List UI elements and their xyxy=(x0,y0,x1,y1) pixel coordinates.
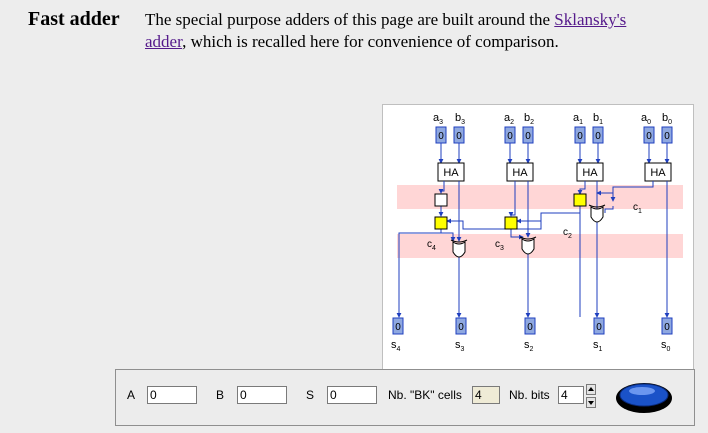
input-bit-a2-value: 0 xyxy=(507,131,513,142)
input-label-b2: b2 xyxy=(524,112,534,126)
spinner-down-button[interactable] xyxy=(586,397,596,408)
carry-label-c2: c2 xyxy=(563,227,572,240)
input-bit-a0-value: 0 xyxy=(646,131,652,142)
half-adder-bit1-label: HA xyxy=(582,167,598,179)
half-adder-bit0-label: HA xyxy=(650,167,666,179)
output-bit-s2-value: 0 xyxy=(527,322,533,333)
intro-paragraph: The special purpose adders of this page … xyxy=(145,9,665,53)
b-label: B xyxy=(216,388,225,402)
compute-button[interactable] xyxy=(614,376,674,416)
output-bit-s4-value: 0 xyxy=(395,322,401,333)
s-label: S xyxy=(306,388,315,402)
output-bit-s1 xyxy=(593,317,605,335)
input-label-a0: a0 xyxy=(641,112,651,126)
b-input[interactable] xyxy=(237,386,287,404)
carry-label-c4: c4 xyxy=(427,239,436,252)
nb-bits-label: Nb. bits xyxy=(509,388,550,402)
nb-bits-input[interactable] xyxy=(558,386,584,404)
intro-text-before: The special purpose adders of this page … xyxy=(145,10,551,29)
input-label-a2: a2 xyxy=(504,112,514,126)
input-label-b3: b3 xyxy=(455,112,465,126)
page-heading: Fast adder xyxy=(28,8,120,30)
half-adder-bit3 xyxy=(437,162,465,182)
output-bit-s1-value: 0 xyxy=(596,322,602,333)
output-label-s4: s4 xyxy=(391,339,401,353)
input-bit-b3-value: 0 xyxy=(456,131,462,142)
output-bit-s3 xyxy=(455,317,467,335)
input-label-b1: b1 xyxy=(593,112,603,126)
input-label-b0: b0 xyxy=(662,112,672,126)
input-bit-b1-value: 0 xyxy=(595,131,601,142)
output-bit-s4 xyxy=(392,317,404,335)
adder-circuit-diagram: a3 b3 a2 b2 a1 b1 a0 b0 0 0 0 0 0 0 xyxy=(382,104,694,370)
carry-label-c1: c1 xyxy=(633,202,642,215)
nb-bits-spinner[interactable] xyxy=(586,384,596,408)
input-label-a1: a1 xyxy=(573,112,583,126)
intro-text-after: , which is recalled here for convenience… xyxy=(182,32,559,51)
interconnect-wires xyxy=(396,181,670,318)
output-label-s1: s1 xyxy=(593,339,603,353)
half-adder-bit2-label: HA xyxy=(512,167,528,179)
arrow-down-icon xyxy=(588,401,594,405)
half-adder-bit3-label: HA xyxy=(443,167,459,179)
output-label-s0: s0 xyxy=(661,339,671,353)
bk-cells-label: Nb. "BK" cells xyxy=(388,388,462,402)
sklansky-adder-link[interactable]: Sklansky's adder xyxy=(145,10,627,51)
input-bit-b0-value: 0 xyxy=(664,131,670,142)
input-bit-a3-value: 0 xyxy=(438,131,444,142)
a-label: A xyxy=(127,388,136,402)
xor-gate-bit3 xyxy=(452,241,466,258)
control-panel: A B S Nb. "BK" cells Nb. bits xyxy=(115,369,695,426)
output-bit-s0 xyxy=(661,317,673,335)
prefix-cell-level2-bit2 xyxy=(504,216,518,230)
spinner-up-button[interactable] xyxy=(586,384,596,395)
prefix-cell-white xyxy=(434,193,448,207)
output-bit-s2 xyxy=(524,317,536,335)
xor-gate-bit2 xyxy=(521,238,535,255)
output-label-s3: s3 xyxy=(455,339,465,353)
input-bit-b2-value: 0 xyxy=(525,131,531,142)
round-button-icon xyxy=(616,383,672,413)
output-bit-s0-value: 0 xyxy=(664,322,670,333)
s-output xyxy=(327,386,377,404)
half-adder-bit0 xyxy=(644,162,672,182)
circuit-svg: a3 b3 a2 b2 a1 b1 a0 b0 0 0 0 0 0 0 xyxy=(391,112,683,353)
bk-cells-output xyxy=(472,386,500,404)
output-bit-s3-value: 0 xyxy=(458,322,464,333)
a-input[interactable] xyxy=(147,386,197,404)
input-bit-a1-value: 0 xyxy=(577,131,583,142)
input-label-a3: a3 xyxy=(433,112,443,126)
prefix-cell-level2-bit3 xyxy=(434,216,448,230)
arrow-up-icon xyxy=(588,387,594,391)
prefix-cell-level1 xyxy=(573,193,587,207)
half-adder-bit2 xyxy=(506,162,534,182)
prefix-level-band-2 xyxy=(397,234,683,258)
carry-label-c3: c3 xyxy=(495,239,504,252)
output-label-s2: s2 xyxy=(524,339,534,353)
xor-gate-bit1 xyxy=(590,206,604,223)
half-adder-bit1 xyxy=(576,162,604,182)
